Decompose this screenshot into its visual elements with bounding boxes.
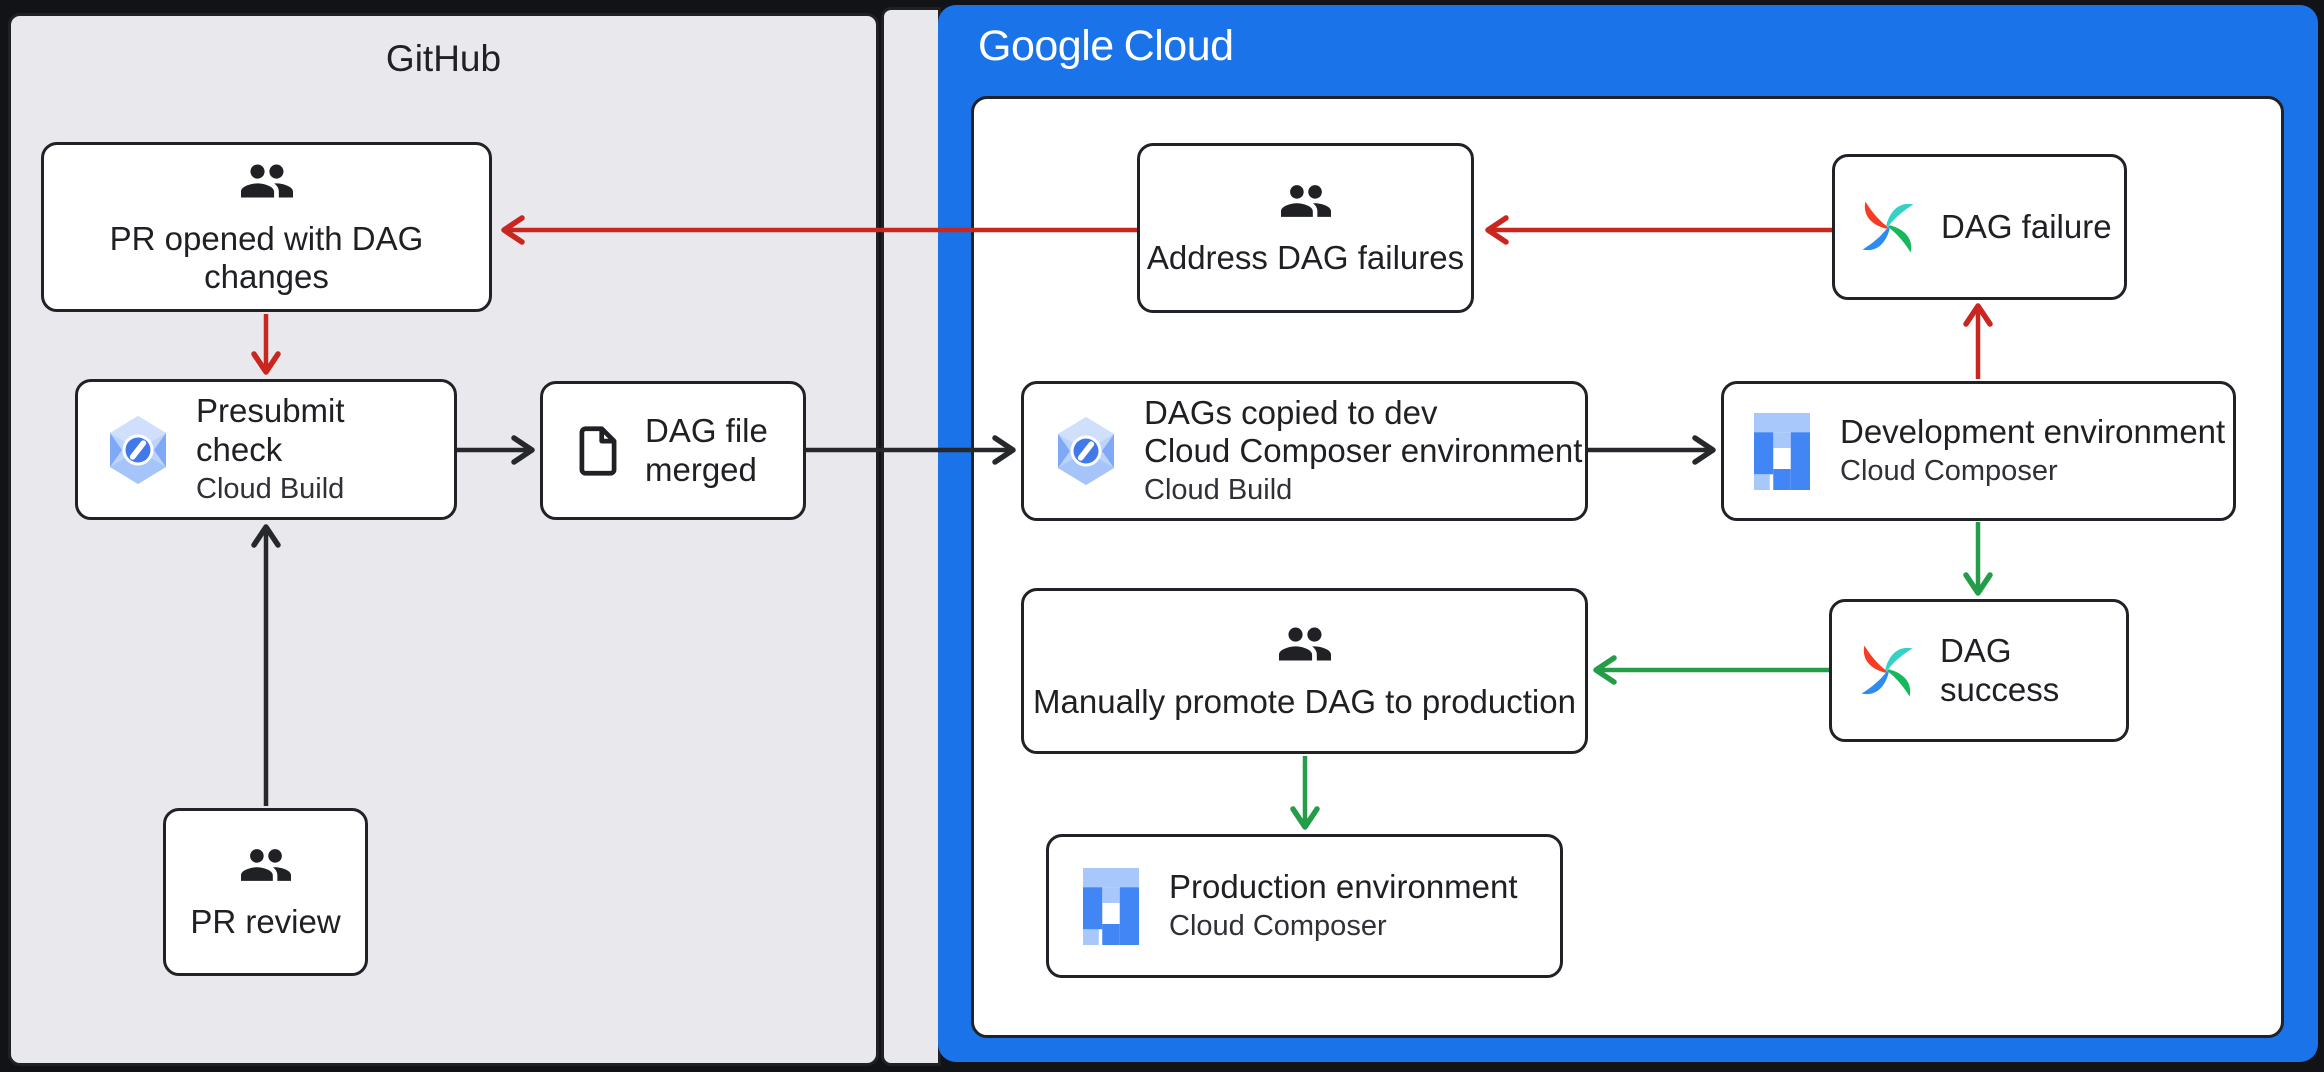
node-label: Presubmit check (196, 392, 345, 468)
node-label-line2: Cloud Composer environment (1144, 432, 1583, 470)
node-sublabel: Cloud Build (1144, 474, 1293, 507)
node-presubmit-check: Presubmit check Cloud Build (75, 379, 457, 520)
node-label: Production environment (1169, 867, 1518, 905)
cloud-build-icon (106, 414, 170, 486)
node-production-environment: Production environment Cloud Composer (1046, 834, 1563, 978)
node-sublabel: Cloud Composer (1840, 455, 2058, 488)
node-dag-success: DAG success (1829, 599, 2129, 742)
node-label: Manually promote DAG to production (1033, 682, 1576, 720)
node-sublabel: Cloud Composer (1169, 910, 1387, 943)
node-label: DAG failure (1941, 207, 2112, 245)
node-label: PR opened with DAG changes (109, 219, 424, 295)
node-pr-opened-with-dag-changes: PR opened with DAG changes (41, 142, 492, 312)
google-cloud-logo-cloud: Cloud (1123, 22, 1234, 70)
node-sublabel: Cloud Build (196, 472, 345, 505)
cloud-build-icon (1054, 415, 1118, 487)
people-icon (1278, 621, 1331, 667)
airflow-icon (1859, 198, 1917, 256)
node-label: DAG file merged (645, 412, 768, 488)
google-cloud-logo-google: Google (978, 22, 1114, 70)
background-panel-edge (881, 7, 941, 1066)
node-pr-review: PR review (163, 808, 368, 976)
cloud-composer-icon (1754, 412, 1810, 490)
github-panel-title: GitHub (385, 38, 502, 79)
airflow-icon (1858, 642, 1916, 700)
node-dag-failure: DAG failure (1832, 154, 2127, 300)
people-icon (240, 843, 291, 887)
node-address-dag-failures: Address DAG failures (1137, 143, 1474, 313)
people-icon (240, 158, 293, 204)
node-label: Address DAG failures (1146, 238, 1465, 276)
people-icon (1280, 179, 1331, 223)
node-manually-promote-dag: Manually promote DAG to production (1021, 588, 1588, 754)
node-label: Development environment (1840, 412, 2226, 450)
node-development-environment: Development environment Cloud Composer (1721, 381, 2236, 521)
node-dags-copied-to-dev: DAGs copied to dev Cloud Composer enviro… (1021, 381, 1588, 521)
node-label: PR review (190, 902, 341, 940)
node-label-line1: DAGs copied to dev (1144, 393, 1438, 431)
cloud-composer-icon (1083, 867, 1139, 945)
node-dag-file-merged: DAG file merged (540, 381, 806, 520)
file-icon (575, 425, 621, 477)
node-label: DAG success (1940, 632, 2060, 708)
